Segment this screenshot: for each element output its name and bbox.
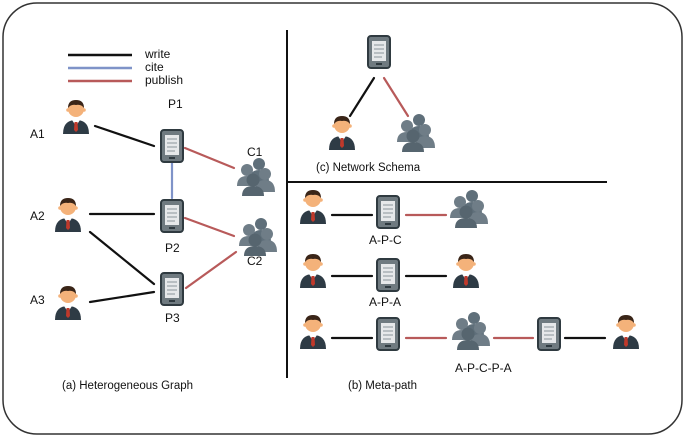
- meta-path-apc: A-P-C: [300, 190, 488, 247]
- caption-meta-path: (b) Meta-path: [348, 380, 417, 392]
- label-c1: C1: [247, 145, 263, 159]
- meta-path-apa: A-P-A: [300, 254, 479, 309]
- label-apc: A-P-C: [369, 233, 402, 247]
- paper-p3-icon: [160, 272, 184, 306]
- apc-paper-icon: [376, 195, 400, 229]
- label-c2: C2: [247, 254, 263, 268]
- label-apa: A-P-A: [369, 295, 401, 309]
- edge-a1-p1: [93, 124, 156, 148]
- label-a1: A1: [30, 127, 45, 141]
- apa-paper-icon: [376, 258, 400, 292]
- label-a3: A3: [30, 293, 45, 307]
- paper-p2-icon: [160, 199, 184, 233]
- paper-p1-icon: [160, 129, 184, 163]
- label-a2: A2: [30, 209, 45, 223]
- label-p1: P1: [168, 97, 183, 111]
- legend-write-label: write: [144, 47, 171, 61]
- edge-p1-c1: [183, 146, 236, 170]
- legend-publish-label: publish: [145, 73, 183, 87]
- caption-heterogeneous-graph: (a) Heterogeneous Graph: [62, 380, 193, 392]
- meta-path-apcpa: A-P-C-P-A: [300, 312, 639, 375]
- label-p2: P2: [165, 241, 180, 255]
- edge-p2-c2: [183, 216, 236, 238]
- caption-network-schema: (c) Network Schema: [316, 162, 421, 174]
- apcpa-paper-icon-1: [376, 317, 400, 351]
- schema-edge-publish: [382, 76, 410, 118]
- label-apcpa: A-P-C-P-A: [455, 361, 512, 375]
- legend-cite-label: cite: [145, 60, 164, 74]
- edge-a2-p3: [88, 230, 156, 286]
- network-schema: (c) Network Schema: [316, 35, 435, 174]
- schema-paper-icon: [367, 35, 391, 69]
- edge-p3-c2: [184, 250, 238, 290]
- graph-edges: [88, 124, 238, 304]
- label-p3: P3: [165, 311, 180, 325]
- edge-a3-p3: [88, 290, 156, 304]
- schema-edge-write: [348, 76, 376, 118]
- apcpa-paper-icon-2: [537, 317, 561, 351]
- legend: write cite publish: [68, 47, 183, 87]
